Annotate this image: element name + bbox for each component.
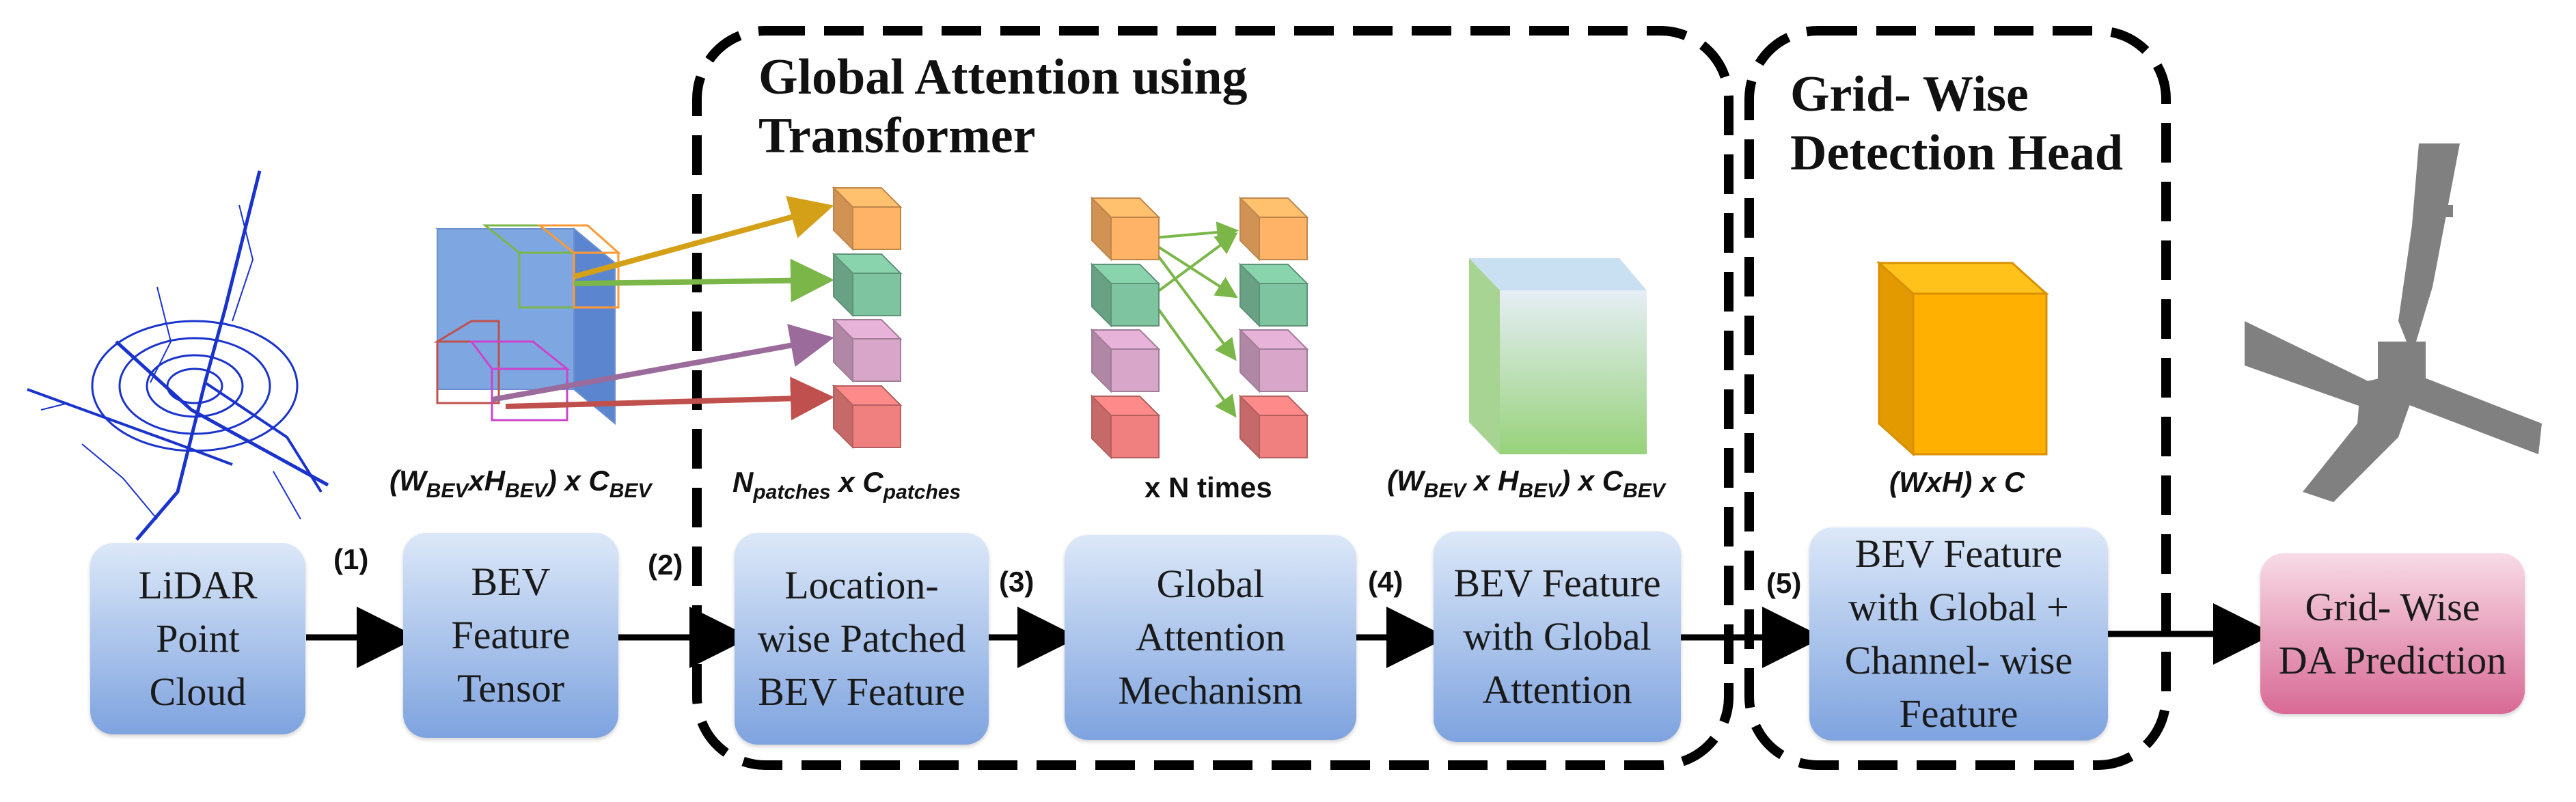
bev-feature-tensor-box: BEV Feature Tensor: [403, 533, 618, 738]
attention-output-cube-purple: [1238, 328, 1309, 393]
orange-feature-cube-icon: [1876, 260, 2049, 457]
step-label-3: (3): [999, 566, 1034, 598]
repeat-label: x N times: [1145, 471, 1272, 503]
patch-cube-red: [832, 384, 903, 450]
bev-feature-global-attention-box: BEV Feature with Global Attention: [1434, 531, 1681, 742]
road-map-icon: [2245, 143, 2542, 502]
step-label-2: (2): [648, 549, 683, 581]
patch-arrow-purple: [491, 324, 834, 402]
patch-dims-label: Npatches x Cpatches: [732, 466, 961, 503]
global-dims-label: (WBEV x HBEV) x CBEV: [1387, 465, 1665, 502]
global-attention-group-border: [692, 26, 1734, 770]
attention-output-cube-orange: [1238, 196, 1309, 262]
step-label-5: (5): [1766, 567, 1802, 599]
bev-feature-global-channel-box: BEV Feature with Global + Channel- wise …: [1809, 527, 2108, 741]
attention-output-cube-red: [1238, 394, 1309, 460]
global-attention-mechanism-box: Global Attention Mechanism: [1065, 535, 1356, 740]
patch-arrow-orange: [573, 195, 834, 279]
step-label-1: (1): [333, 543, 369, 575]
attention-output-cube-green: [1238, 262, 1309, 328]
location-patched-bev-box: Location- wise Patched BEV Feature: [735, 533, 989, 745]
patch-cube-purple: [832, 318, 903, 383]
detection-head-title: Grid- Wise Detection Head: [1790, 66, 2124, 181]
global-attention-title: Global Attention using Transformer: [758, 49, 1248, 164]
bev-dims-label: (WBEVxHBEV) x CBEV: [389, 465, 652, 502]
patch-arrow-red: [505, 376, 834, 421]
patch-cube-orange: [832, 186, 903, 251]
detection-head-group-border: [1744, 26, 2171, 770]
patch-arrow-green: [573, 258, 834, 303]
head-dims-label: (WxH) x C: [1889, 466, 2025, 498]
bev-tensor-cube-icon: [433, 224, 621, 426]
lidar-scan-icon: [27, 170, 329, 541]
patch-cube-icon: [832, 186, 903, 450]
attention-input-cube-purple: [1090, 328, 1161, 393]
step-label-4: (4): [1368, 566, 1403, 598]
patch-cube-green: [832, 252, 903, 318]
lidar-point-cloud-box: LiDAR Point Cloud: [90, 543, 305, 734]
grid-wise-da-prediction-box: Grid- Wise DA Prediction: [2260, 553, 2525, 714]
attention-network-icon: [1090, 196, 1309, 460]
attention-input-cube-orange: [1090, 196, 1161, 262]
green-feature-cube-icon: [1469, 258, 1647, 454]
attention-input-cube-red: [1090, 394, 1161, 460]
attention-input-cube-green: [1090, 262, 1161, 328]
